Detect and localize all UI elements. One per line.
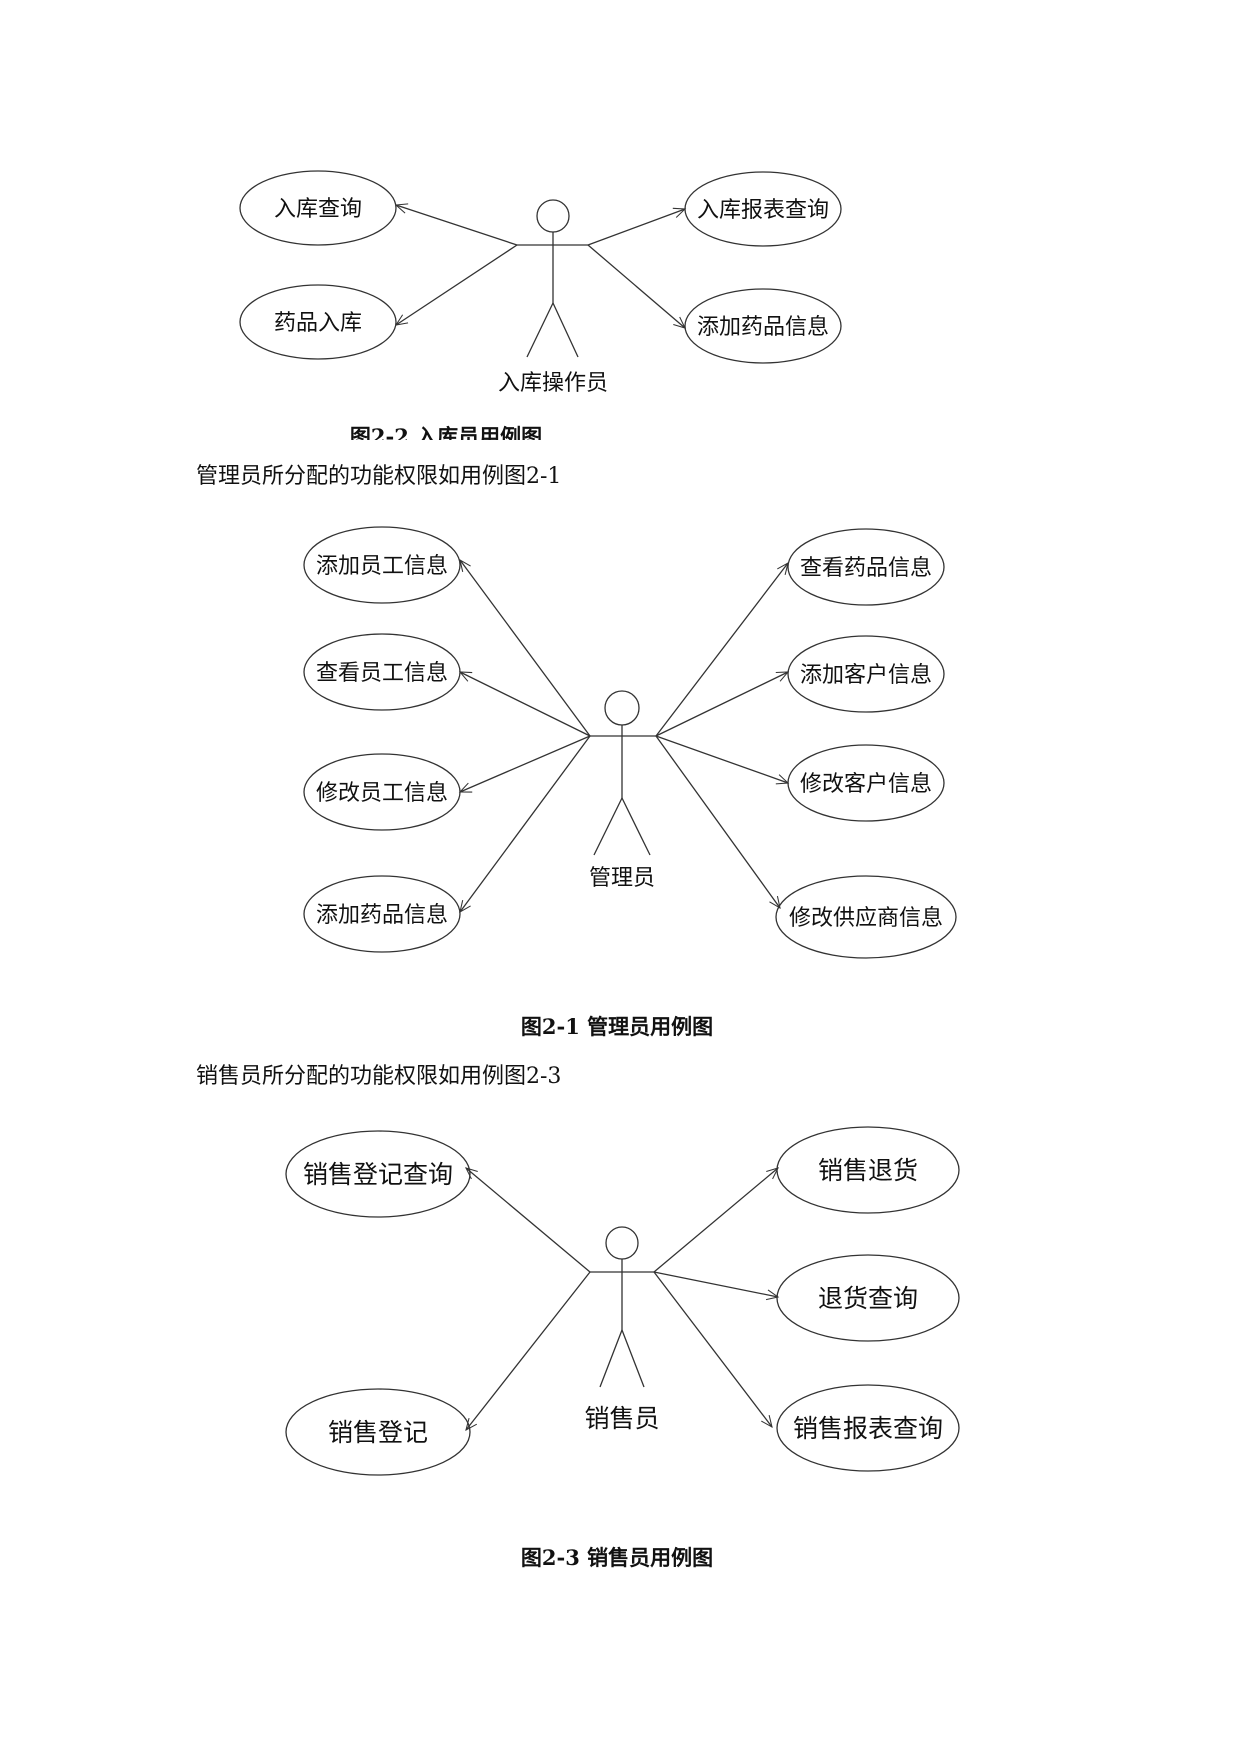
- sales-usecase-diagram: 销售登记查询 销售登记 销售退货 退货查询 销售报表查询 销售员 图2-3 销售…: [0, 1040, 1241, 1600]
- admin-diagram-canvas: 添加员工信息 查看员工信息 修改员工信息 添加药品信息 查看药品信息 添加客户信…: [303, 526, 957, 1039]
- usecase-label: 修改供应商信息: [789, 906, 943, 931]
- association-arrow: [394, 203, 518, 246]
- usecase-label: 销售登记: [328, 1418, 428, 1447]
- usecase-label: 查看药品信息: [800, 556, 932, 581]
- actor-head: [536, 199, 570, 233]
- association-arrow: [459, 735, 591, 914]
- actor-head: [604, 690, 640, 726]
- usecase-ellipse-sales-report: [776, 1384, 960, 1472]
- usecase-label: 销售登记查询: [303, 1160, 453, 1189]
- usecase-label: 退货查询: [818, 1284, 918, 1313]
- sales-diagram-canvas: 销售登记查询 销售登记 销售退货 退货查询 销售报表查询 销售员 图2-3 销售…: [285, 1126, 960, 1570]
- actor-label: 管理员: [589, 866, 655, 891]
- actor-right-leg: [621, 797, 651, 856]
- association-arrow: [653, 1167, 780, 1273]
- stock-in-usecase-diagram: 入库查询 药品入库 入库报表查询 添加药品信息 入库操作员 图2-2 入库员用例…: [0, 0, 1241, 440]
- admin-usecase-diagram: 添加员工信息 查看员工信息 修改员工信息 添加药品信息 查看药品信息 添加客户信…: [0, 440, 1241, 1040]
- actor-left-leg: [526, 302, 554, 358]
- usecase-label: 添加药品信息: [697, 315, 829, 340]
- usecase-label: 销售报表查询: [793, 1414, 943, 1443]
- association-arrow: [459, 558, 591, 737]
- association-arrow: [464, 1167, 591, 1273]
- paragraph-sales-intro: 销售员所分配的功能权限如用例图2-3: [196, 1064, 562, 1089]
- association-arrow: [465, 1271, 591, 1432]
- usecase-label: 修改员工信息: [316, 781, 448, 806]
- usecase-label: 销售退货: [818, 1156, 918, 1185]
- usecase-label: 添加药品信息: [316, 903, 448, 928]
- association-arrow: [655, 561, 789, 737]
- usecase-label: 添加员工信息: [316, 554, 448, 579]
- paragraph-admin-intro: 管理员所分配的功能权限如用例图2-1: [196, 464, 562, 489]
- actor-left-leg: [599, 1329, 623, 1388]
- actor-right-leg: [552, 302, 579, 358]
- actor-label: 入库操作员: [498, 371, 608, 396]
- usecase-ellipse-add-drug: [303, 875, 461, 953]
- association-arrow: [587, 207, 687, 246]
- usecase-label: 药品入库: [274, 311, 362, 336]
- usecase-label: 修改客户信息: [800, 772, 932, 797]
- usecase-ellipse-edit-supplier: [775, 875, 957, 959]
- association-arrow: [394, 244, 518, 326]
- stock-in-diagram-canvas: 入库查询 药品入库 入库报表查询 添加药品信息 入库操作员 图2-2 入库员用例…: [239, 170, 842, 440]
- figure-caption: 图2-2 入库员用例图: [350, 424, 542, 440]
- figure-caption: 图2-1 管理员用例图: [521, 1014, 713, 1039]
- figure-caption: 图2-3 销售员用例图: [521, 1545, 713, 1570]
- usecase-ellipse-sales-register: [285, 1388, 471, 1476]
- association-arrow: [458, 735, 591, 793]
- association-arrow: [458, 671, 591, 737]
- actor-right-leg: [621, 1329, 645, 1388]
- association-arrow: [655, 735, 790, 785]
- usecase-label: 入库查询: [274, 197, 362, 222]
- usecase-label: 查看员工信息: [316, 661, 448, 686]
- actor-head: [605, 1226, 639, 1260]
- association-arrow: [655, 671, 790, 737]
- actor-label: 销售员: [584, 1404, 659, 1433]
- usecase-label: 添加客户信息: [800, 663, 932, 688]
- association-arrow: [653, 1271, 773, 1429]
- association-arrow: [587, 244, 686, 329]
- association-arrow: [653, 1271, 780, 1301]
- association-arrow: [655, 735, 781, 910]
- usecase-label: 入库报表查询: [697, 198, 829, 223]
- actor-left-leg: [593, 797, 623, 856]
